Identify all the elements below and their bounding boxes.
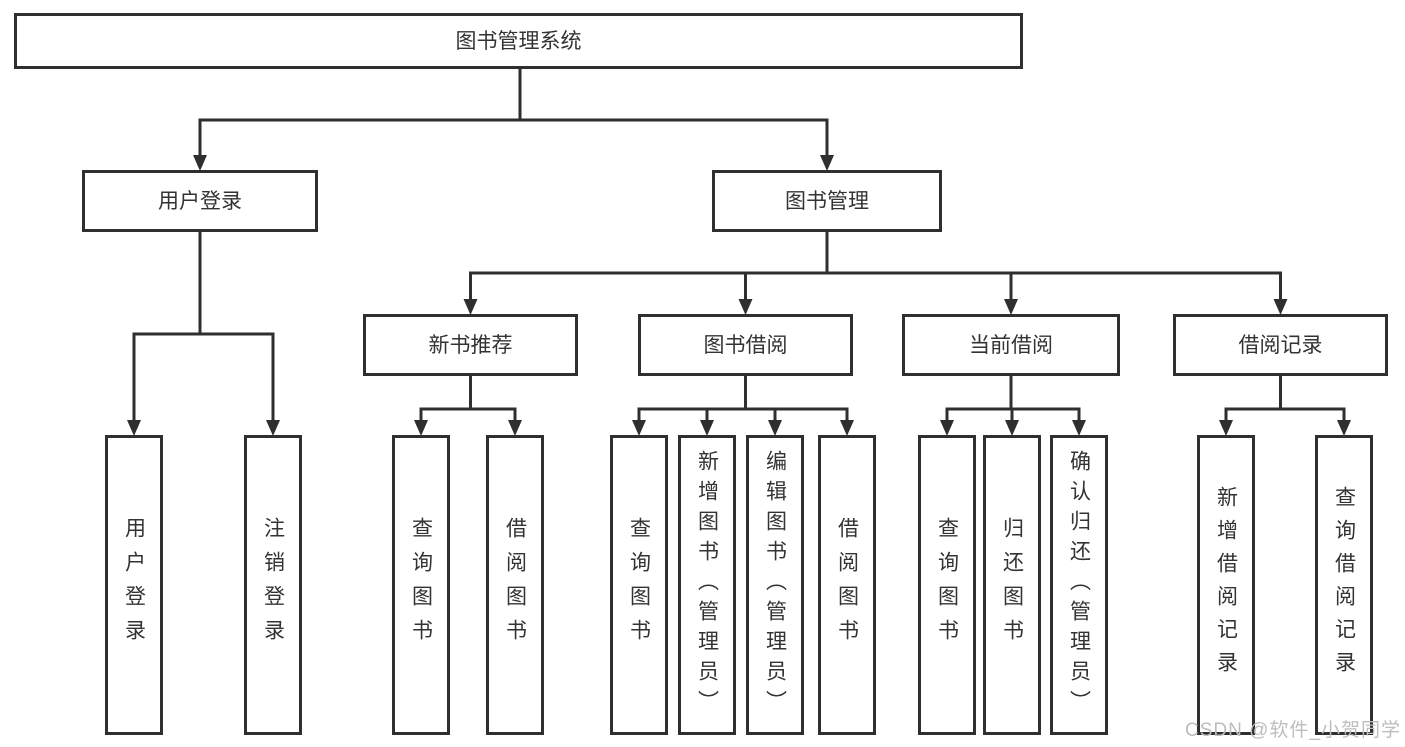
arrowhead-icon — [940, 420, 954, 436]
node-rec-borrow: 借阅图书 — [486, 435, 544, 735]
node-label: 新书推荐 — [428, 333, 513, 357]
node-login-logout: 注销登录 — [244, 435, 302, 735]
arrowhead-icon — [266, 420, 280, 436]
arrowhead-icon — [1072, 420, 1086, 436]
node-borrow-query: 查询图书 — [610, 435, 668, 735]
node-label: 新增借阅记录 — [1214, 486, 1238, 684]
arrowhead-icon — [700, 420, 714, 436]
arrowhead-icon — [738, 299, 753, 315]
node-label: 查询图书 — [409, 517, 433, 653]
node-label: 当前借阅 — [969, 333, 1053, 357]
node-history-add: 新增借阅记录 — [1197, 435, 1255, 735]
arrowhead-icon — [840, 420, 854, 436]
node-current-confirm: 确认归还（管理员） — [1050, 435, 1108, 735]
tree-edges — [132, 69, 1346, 423]
node-label: 查询借阅记录 — [1332, 486, 1356, 684]
arrowhead-icon — [820, 155, 834, 171]
node-label: 查询图书 — [627, 517, 651, 653]
node-login-user: 用户登录 — [105, 435, 163, 735]
node-history-query: 查询借阅记录 — [1315, 435, 1373, 735]
node-label: 查询图书 — [935, 517, 959, 653]
node-mgmt: 图书管理 — [712, 170, 942, 232]
node-borrow: 图书借阅 — [638, 314, 853, 376]
node-borrow-borrow: 借阅图书 — [818, 435, 876, 735]
arrowhead-icon — [1005, 420, 1019, 436]
node-label: 注销登录 — [261, 517, 285, 653]
watermark-text: CSDN @软件_小贺同学 — [1185, 720, 1401, 741]
node-label: 图书管理系统 — [455, 29, 582, 53]
node-label: 借阅图书 — [503, 517, 527, 653]
arrowhead-icon — [414, 420, 428, 436]
arrowhead-icon — [1004, 299, 1018, 315]
arrowhead-icon — [768, 420, 782, 436]
node-label: 图书借阅 — [703, 333, 788, 357]
node-rec: 新书推荐 — [363, 314, 578, 376]
node-borrow-add: 新增图书（管理员） — [678, 435, 736, 735]
arrowhead-icon — [1337, 420, 1351, 436]
arrowhead-icon — [127, 420, 141, 436]
node-current-query: 查询图书 — [918, 435, 976, 735]
node-label: 归还图书 — [1000, 517, 1024, 653]
node-label: 用户登录 — [122, 517, 146, 653]
node-label: 借阅记录 — [1238, 333, 1323, 357]
node-login: 用户登录 — [82, 170, 318, 232]
arrowhead-icon — [1273, 299, 1288, 315]
node-label: 借阅图书 — [835, 517, 859, 653]
arrowhead-icon — [632, 420, 646, 436]
arrowhead-icon — [1219, 420, 1233, 436]
node-label: 图书管理 — [785, 189, 869, 213]
node-borrow-edit: 编辑图书（管理员） — [746, 435, 804, 735]
node-root: 图书管理系统 — [14, 13, 1023, 69]
node-history: 借阅记录 — [1173, 314, 1388, 376]
node-label: 新增图书（管理员） — [695, 450, 719, 720]
arrowhead-icon — [193, 155, 207, 171]
node-label: 确认归还（管理员） — [1067, 450, 1091, 720]
arrowhead-icon — [508, 420, 522, 436]
node-current-return: 归还图书 — [983, 435, 1041, 735]
node-rec-query: 查询图书 — [392, 435, 450, 735]
node-current: 当前借阅 — [902, 314, 1120, 376]
arrowhead-icon — [463, 299, 478, 315]
node-label: 用户登录 — [158, 189, 242, 213]
node-label: 编辑图书（管理员） — [763, 450, 787, 720]
